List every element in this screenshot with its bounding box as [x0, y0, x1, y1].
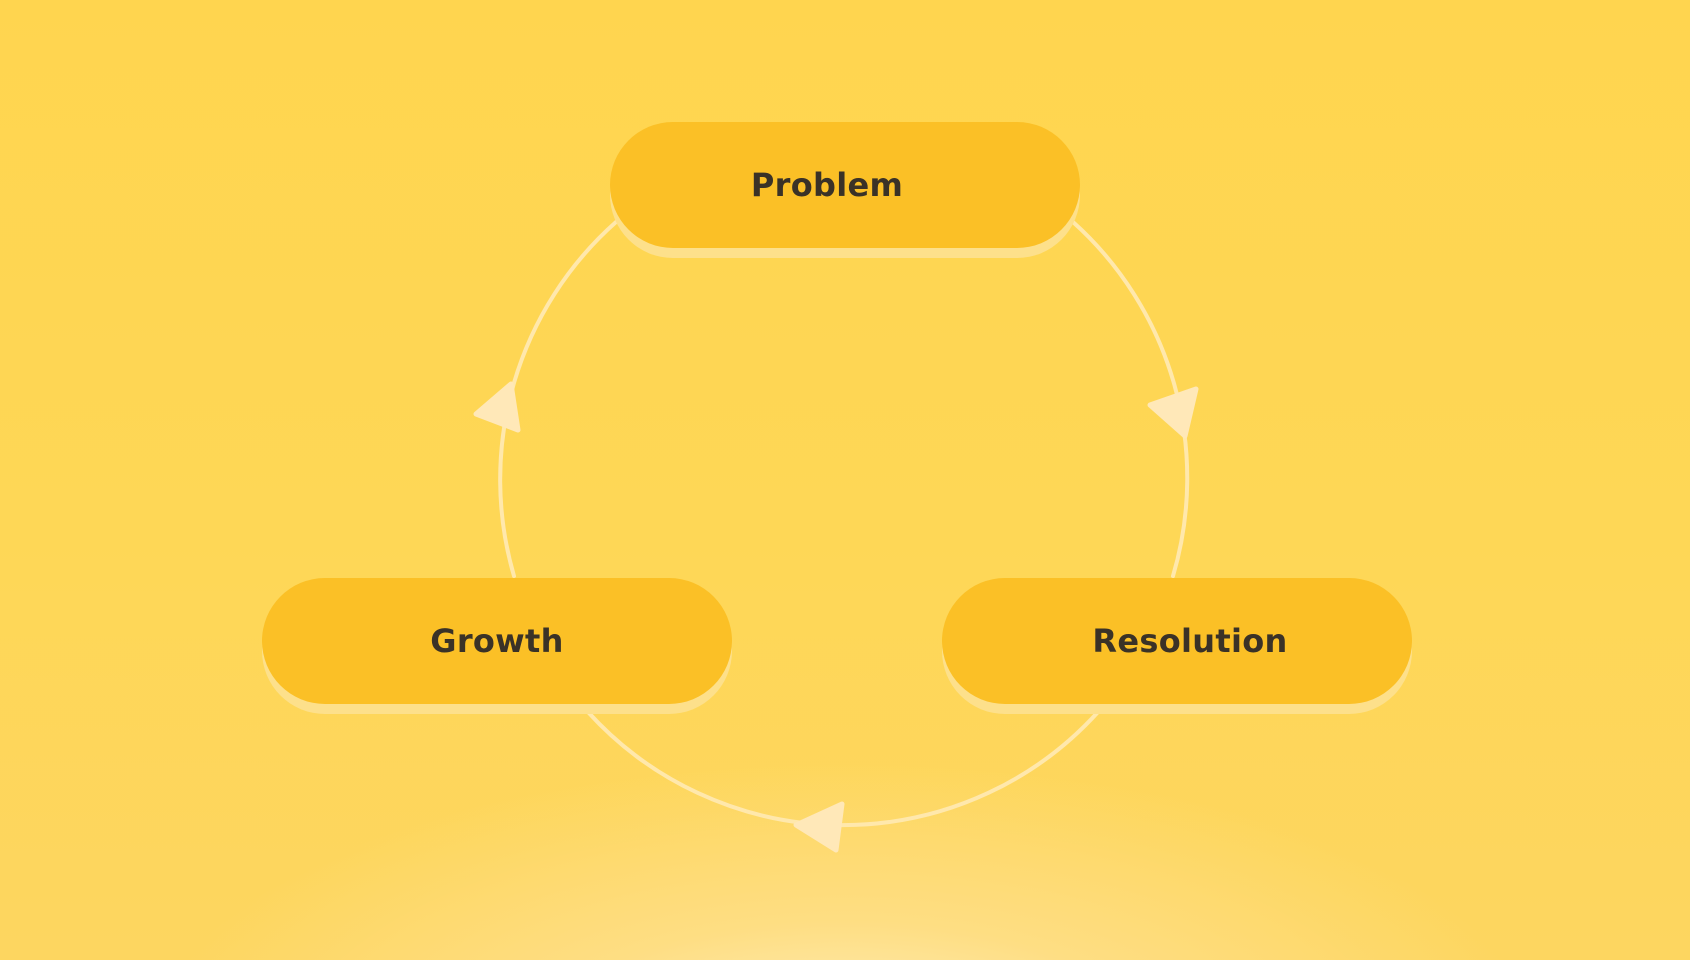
connector-resolution-growth — [586, 710, 1100, 828]
node-resolution-label: Resolution — [1092, 622, 1288, 660]
connector-growth-problem — [498, 220, 618, 578]
connector-problem-resolution — [1071, 220, 1190, 578]
node-problem: Problem — [610, 122, 1080, 248]
node-growth-label: Growth — [430, 622, 564, 660]
node-resolution: Resolution — [942, 578, 1412, 704]
node-problem-label: Problem — [750, 166, 904, 204]
arrow-problem-to-resolution — [1147, 386, 1199, 439]
arrow-resolution-to-growth — [793, 801, 845, 853]
arrow-growth-to-problem — [473, 381, 521, 433]
node-growth: Growth — [262, 578, 732, 704]
